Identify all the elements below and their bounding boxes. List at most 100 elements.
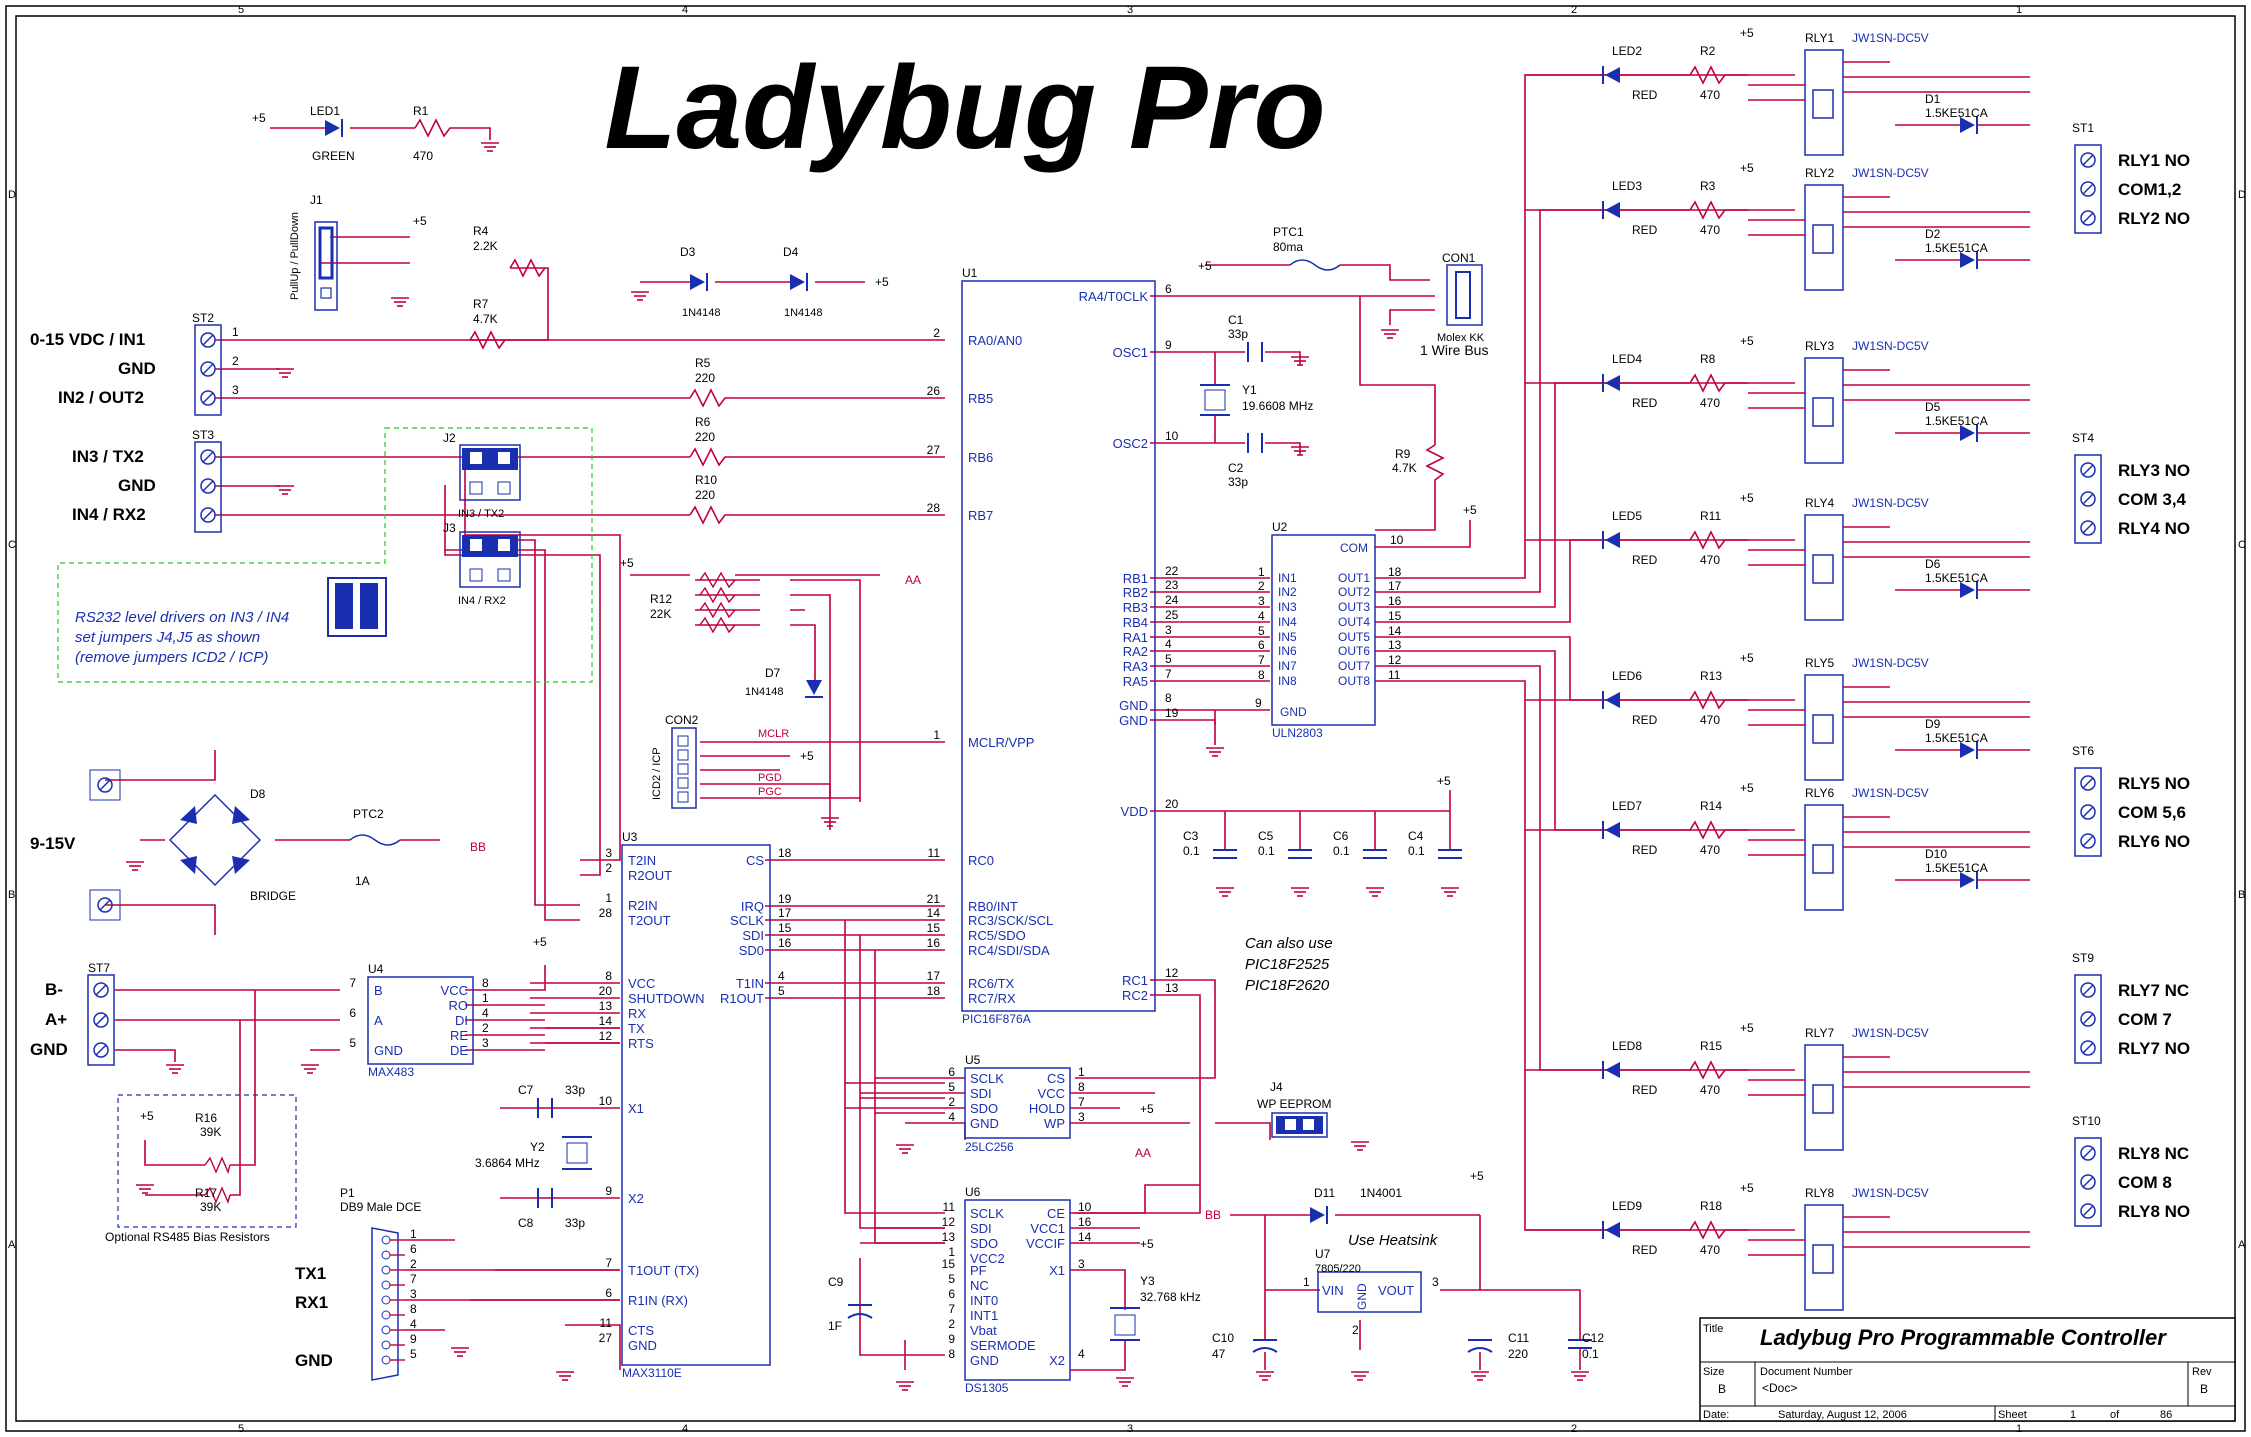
- u1-pin-name: RA0/AN0: [968, 333, 1022, 348]
- d4-value: 1N4148: [784, 307, 823, 319]
- u6-pin-name: VCC1: [1030, 1221, 1065, 1236]
- st2-pin3: 3: [232, 383, 239, 397]
- u1-pin-name: VDD: [1121, 804, 1148, 819]
- tvs-diode-icon: [1960, 582, 1975, 598]
- db9-rx-label: RX1: [295, 1293, 328, 1312]
- led1-plus5: +5: [252, 111, 266, 125]
- relay-type: JW1SN-DC5V: [1852, 166, 1929, 180]
- u2-output-name: OUT2: [1338, 585, 1370, 599]
- rs232-note-line1: RS232 level drivers on IN3 / IN4: [75, 609, 289, 626]
- st6-pin1-label: RLY5 NO: [2118, 774, 2190, 793]
- date-label: Date:: [1703, 1409, 1729, 1421]
- pullup-note: PullUp / PullDown: [289, 212, 301, 300]
- decoupling-caps: C3 0.1 C5 0.1 C6 0.1 C4 0.1 +5: [1183, 774, 1462, 859]
- r16-ref: R16: [195, 1111, 217, 1125]
- u3-pin-num: 17: [778, 906, 792, 920]
- sheet-label: Sheet: [1998, 1409, 2027, 1421]
- u6-pin-name: SDI: [970, 1221, 992, 1236]
- u3-pin-num: 4: [778, 969, 785, 983]
- r9-ref: R9: [1395, 447, 1411, 461]
- u1-pin-num: 3: [1165, 623, 1172, 637]
- relay-type: JW1SN-DC5V: [1852, 339, 1929, 353]
- rev-label: Rev: [2192, 1366, 2212, 1378]
- y1-crystal: Y1 19.6608 MHz: [1200, 383, 1313, 416]
- u2-input-pin: 3: [1258, 594, 1265, 608]
- u3-pin-name: X1: [628, 1101, 644, 1116]
- relay-ref: RLY3: [1805, 339, 1834, 353]
- u3-pin-name: SCLK: [730, 913, 764, 928]
- u2-output-name: OUT5: [1338, 630, 1370, 644]
- st1-pin1-label: RLY1 NO: [2118, 151, 2190, 170]
- u7-vout: VOUT: [1378, 1283, 1414, 1298]
- relay-led-color: RED: [1632, 1083, 1658, 1097]
- zone-col-3-bottom: 3: [1127, 1423, 1133, 1435]
- u5-pin-name: CS: [1047, 1071, 1065, 1086]
- alt-mcu-line3: PIC18F2620: [1245, 977, 1330, 994]
- r1: R1 470: [413, 104, 455, 163]
- u5-name: 25LC256: [965, 1140, 1014, 1154]
- relay-res-value: 470: [1700, 396, 1720, 410]
- ptc1-plus5: +5: [1198, 259, 1212, 273]
- r6-ref: R6: [695, 415, 711, 429]
- zone-row-d-right: D: [2238, 189, 2246, 201]
- relay-diode-ref: D6: [1925, 557, 1941, 571]
- u6-pin-name: VCCIF: [1026, 1236, 1065, 1251]
- c3-ref: C3: [1183, 829, 1199, 843]
- st3-ref: ST3: [192, 428, 214, 442]
- zone-col-4: 4: [682, 4, 688, 16]
- u1-pin-name: RB1: [1123, 571, 1148, 586]
- db9-pin-contact: [381, 1235, 391, 1245]
- r10: R10 220: [689, 473, 735, 525]
- con2-ref: CON2: [665, 713, 699, 727]
- u2-input-name: IN4: [1278, 615, 1297, 629]
- u5-pin-name: SCLK: [970, 1071, 1004, 1086]
- docnum-value: <Doc>: [1762, 1381, 1797, 1395]
- u4-pin-num: 1: [482, 991, 489, 1005]
- r12-net-aa: AA: [905, 573, 921, 587]
- c10-ref: C10: [1212, 1331, 1234, 1345]
- d4-plus5: +5: [875, 275, 889, 289]
- u4-name: MAX483: [368, 1065, 414, 1079]
- output-terminals: ST1 RLY1 NO COM1,2 RLY2 NO ST4 RLY3 NO C…: [2072, 121, 2190, 1227]
- u3-pin-num: 10: [599, 1094, 613, 1108]
- u4-pin-name: DE: [450, 1043, 468, 1058]
- u3-pin-name: R2OUT: [628, 868, 672, 883]
- u6-pin-num: 4: [1078, 1347, 1085, 1361]
- r6-value: 220: [695, 430, 715, 444]
- r10-ref: R10: [695, 473, 717, 487]
- u7-pin1: 1: [1303, 1275, 1310, 1289]
- u1-pin-num: 26: [927, 384, 941, 398]
- relay-led-ref: LED4: [1612, 352, 1642, 366]
- relay-ref: RLY5: [1805, 656, 1834, 670]
- c9-ref: C9: [828, 1275, 844, 1289]
- j1-plus5: +5: [413, 214, 427, 228]
- relay-led-ref: LED8: [1612, 1039, 1642, 1053]
- u4-pin-name: RO: [449, 998, 469, 1013]
- u1-pin-num: 9: [1165, 338, 1172, 352]
- relay-led-color: RED: [1632, 713, 1658, 727]
- u1-pin-num: 4: [1165, 637, 1172, 651]
- u3-pin-name: SD0: [739, 943, 764, 958]
- u5-pin-num: 6: [948, 1065, 955, 1079]
- y1-ref: Y1: [1242, 383, 1257, 397]
- c8-ref: C8: [518, 1216, 534, 1230]
- relay-res-value: 470: [1700, 553, 1720, 567]
- u1-pin-num: 19: [1165, 706, 1179, 720]
- u6-pin-name: X2: [1049, 1353, 1065, 1368]
- st9-pin1-label: RLY7 NC: [2118, 981, 2189, 1000]
- u4-pin-name: B: [374, 983, 383, 998]
- st1: ST1 RLY1 NO COM1,2 RLY2 NO: [2072, 121, 2190, 234]
- r16-value: 39K: [200, 1125, 221, 1139]
- zone-col-1-bottom: 1: [2016, 1423, 2022, 1435]
- db9-pin-contact: [381, 1265, 391, 1275]
- u6-name: DS1305: [965, 1381, 1009, 1395]
- st1-ref: ST1: [2072, 121, 2094, 135]
- relay-led-color: RED: [1632, 396, 1658, 410]
- st2-pin1: 1: [232, 325, 239, 339]
- u1-pin-name: RC4/SDI/SDA: [968, 943, 1050, 958]
- relay-type: JW1SN-DC5V: [1852, 786, 1929, 800]
- st10-pin3-label: RLY8 NO: [2118, 1202, 2190, 1221]
- c6-ref: C6: [1333, 829, 1349, 843]
- u2-input-name: IN5: [1278, 630, 1297, 644]
